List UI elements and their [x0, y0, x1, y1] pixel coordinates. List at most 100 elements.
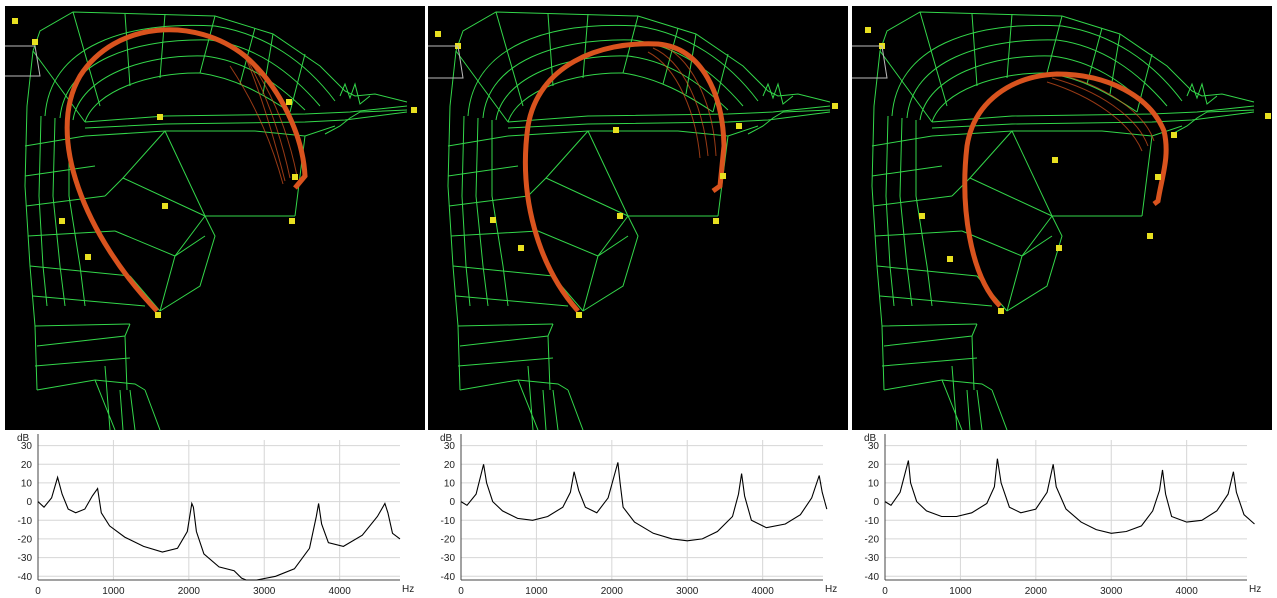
y-tick-label: -30 — [18, 553, 33, 564]
control-point[interactable] — [1155, 174, 1161, 180]
x-tick-label: 2000 — [1025, 586, 1048, 597]
x-tick-label: 1000 — [949, 586, 972, 597]
x-tick-label: 3000 — [1100, 586, 1123, 597]
control-point[interactable] — [832, 103, 838, 109]
vocal-tract-model-1 — [5, 11, 417, 430]
vocal-tract-model-3 — [852, 11, 1271, 430]
y-tick-label: 0 — [873, 497, 879, 508]
x-tick-label: 4000 — [329, 586, 352, 597]
y-tick-label: 20 — [868, 460, 880, 471]
y-unit-label: dB — [864, 433, 877, 444]
control-point[interactable] — [155, 312, 161, 318]
x-tick-label: 4000 — [1176, 586, 1199, 597]
spectrum-line — [884, 458, 1255, 534]
control-point[interactable] — [157, 114, 163, 120]
control-point[interactable] — [865, 27, 871, 33]
control-point[interactable] — [32, 39, 38, 45]
y-tick-label: 30 — [444, 441, 456, 452]
vocal-tract-model-2 — [428, 11, 838, 430]
x-tick-label: 3000 — [253, 586, 276, 597]
control-point[interactable] — [713, 218, 719, 224]
control-point[interactable] — [435, 31, 441, 37]
control-point[interactable] — [85, 254, 91, 260]
control-point[interactable] — [1056, 245, 1062, 251]
y-tick-label: -30 — [865, 553, 880, 564]
tongue-contour-2 — [523, 41, 727, 313]
x-tick-label: 0 — [35, 586, 41, 597]
x-unit-label: Hz — [1249, 584, 1261, 595]
control-point[interactable] — [12, 18, 18, 24]
control-point[interactable] — [998, 308, 1004, 314]
vocal-tract-wireframe-3 — [871, 11, 1255, 430]
y-tick-label: 20 — [444, 460, 456, 471]
x-tick-label: 0 — [882, 586, 888, 597]
tongue-contour-3 — [962, 71, 1169, 308]
y-tick-label: -10 — [18, 516, 33, 527]
scale-bracket — [5, 45, 41, 77]
y-tick-label: 0 — [449, 497, 455, 508]
control-point[interactable] — [617, 213, 623, 219]
control-point[interactable] — [1147, 233, 1153, 239]
control-point[interactable] — [1171, 132, 1177, 138]
control-point[interactable] — [162, 203, 168, 209]
y-tick-label: -40 — [18, 572, 33, 583]
vocal-tract-wireframe-2 — [447, 11, 831, 430]
x-tick-label: 2000 — [178, 586, 201, 597]
control-point[interactable] — [59, 218, 65, 224]
x-unit-label: Hz — [402, 584, 414, 595]
spectrum-line — [460, 462, 828, 542]
control-points-2[interactable] — [435, 31, 838, 318]
control-point[interactable] — [613, 127, 619, 133]
y-tick-label: 10 — [21, 478, 33, 489]
control-point[interactable] — [576, 312, 582, 318]
control-point[interactable] — [289, 218, 295, 224]
y-unit-label: dB — [440, 433, 453, 444]
control-point[interactable] — [411, 107, 417, 113]
vocal-tract-view-3 — [852, 6, 1272, 430]
x-tick-label: 3000 — [676, 586, 699, 597]
x-tick-label: 0 — [458, 586, 464, 597]
control-point[interactable] — [919, 213, 925, 219]
y-tick-label: -10 — [441, 516, 456, 527]
y-tick-label: -30 — [441, 553, 456, 564]
spectrum-line — [37, 475, 401, 581]
y-tick-label: 20 — [21, 460, 33, 471]
x-tick-label: 4000 — [752, 586, 775, 597]
control-point[interactable] — [947, 256, 953, 262]
x-tick-label: 1000 — [525, 586, 548, 597]
y-tick-label: -20 — [441, 534, 456, 545]
y-tick-label: -40 — [865, 572, 880, 583]
control-point[interactable] — [736, 123, 742, 129]
y-tick-label: -40 — [441, 572, 456, 583]
tongue-contour-1 — [64, 27, 308, 313]
y-tick-label: -10 — [865, 516, 880, 527]
scale-bracket — [852, 45, 888, 79]
control-point[interactable] — [720, 173, 726, 179]
control-point[interactable] — [292, 174, 298, 180]
control-point[interactable] — [286, 99, 292, 105]
control-points-1[interactable] — [12, 18, 417, 318]
vocal-tract-view-1 — [5, 6, 425, 430]
y-tick-label: 10 — [868, 478, 880, 489]
y-tick-label: 30 — [868, 441, 880, 452]
y-tick-label: -20 — [865, 534, 880, 545]
vocal-tract-view-2 — [428, 6, 848, 430]
y-tick-label: 10 — [444, 478, 456, 489]
control-point[interactable] — [518, 245, 524, 251]
y-unit-label: dB — [17, 433, 30, 444]
y-tick-label: -20 — [18, 534, 33, 545]
scale-bracket — [428, 45, 464, 79]
x-unit-label: Hz — [825, 584, 837, 595]
control-point[interactable] — [1052, 157, 1058, 163]
y-tick-label: 30 — [21, 441, 33, 452]
x-tick-label: 2000 — [601, 586, 624, 597]
control-point[interactable] — [490, 217, 496, 223]
control-point[interactable] — [1265, 113, 1271, 119]
x-tick-label: 1000 — [102, 586, 125, 597]
